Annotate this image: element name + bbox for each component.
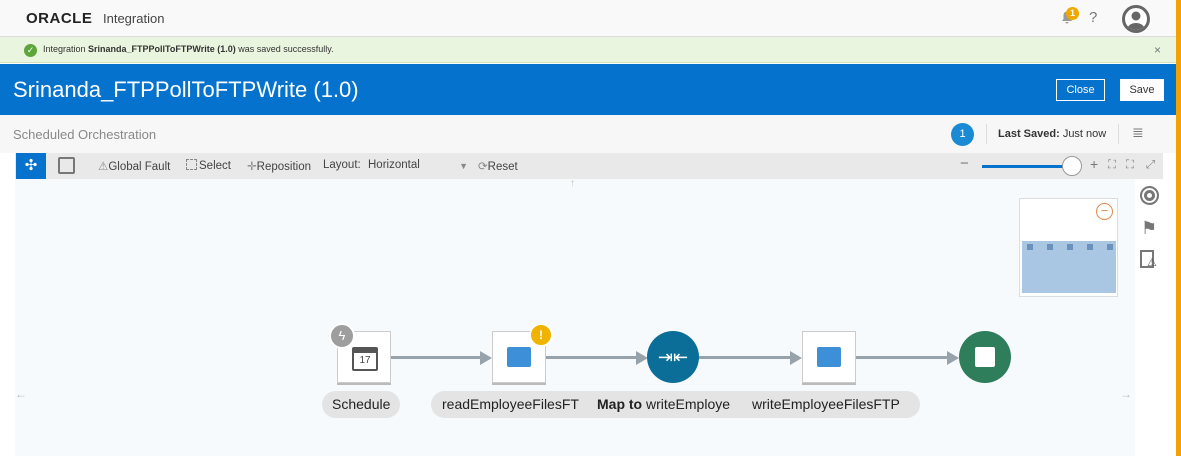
node-label[interactable]: readEmployeeFilesFT <box>442 396 579 412</box>
banner-message: Integration Srinanda_FTPPollToFTPWrite (… <box>43 44 334 54</box>
canvas-toolbar <box>15 153 1163 179</box>
menu-icon[interactable]: ≣ <box>1132 124 1144 140</box>
overview-node <box>1047 244 1053 250</box>
select-label: Select <box>199 160 231 172</box>
end-node[interactable] <box>959 331 1011 383</box>
chevron-down-icon: ▼ <box>459 161 468 171</box>
list-view-button[interactable] <box>58 157 75 174</box>
map-label: writeEmploye <box>646 396 731 412</box>
last-saved-label: Last Saved: <box>998 128 1060 140</box>
fit-to-screen-icon[interactable]: ⛶ <box>1108 159 1117 171</box>
warning-icon[interactable]: ! <box>529 323 553 347</box>
node-label[interactable]: writeEmployeeFilesFTP <box>752 396 900 412</box>
global-fault-label: Global Fault <box>108 161 171 173</box>
arrow-icon <box>480 351 492 365</box>
trigger-icon: ϟ <box>329 323 355 349</box>
banner-prefix: Integration <box>43 44 89 54</box>
integration-pattern: Scheduled Orchestration <box>13 127 157 142</box>
last-saved-value: Just now <box>1062 128 1107 140</box>
overview-node <box>1067 244 1073 250</box>
integration-title: Srinanda_FTPPollToFTPWrite (1.0) <box>13 77 359 102</box>
notification-badge: 1 <box>1066 7 1079 20</box>
divider <box>986 124 987 144</box>
overview-node <box>1107 244 1113 250</box>
edge-accent <box>1176 0 1181 456</box>
error-count-badge[interactable]: 1 <box>951 123 974 146</box>
stop-icon <box>975 347 995 367</box>
select-icon <box>186 159 197 170</box>
map-label-bold: Map to <box>597 396 643 412</box>
global-fault-button[interactable]: ⚠Global Fault <box>98 159 170 173</box>
layout-value: Horizontal <box>368 159 420 171</box>
connector <box>855 356 949 359</box>
collapse-overview-icon[interactable]: − <box>1096 203 1113 220</box>
pan-right-icon[interactable]: → <box>1120 387 1132 401</box>
zoom-slider-handle[interactable] <box>1062 156 1082 176</box>
layout-label: Layout: <box>323 159 361 171</box>
zoom-slider-track[interactable] <box>982 165 1072 168</box>
divider <box>1118 124 1119 144</box>
ftp-adapter-icon <box>817 347 841 367</box>
map-icon: ⇥⇤ <box>657 347 689 367</box>
zoom-in-icon[interactable]: + <box>1090 156 1099 172</box>
move-icon: ✛ <box>247 161 257 173</box>
node-label-group <box>431 391 920 418</box>
user-avatar-icon[interactable] <box>1122 5 1150 33</box>
pan-up-icon[interactable]: ↑ <box>570 178 575 189</box>
product-name: Integration <box>103 11 165 26</box>
error-list-icon[interactable]: ⚠ <box>1140 250 1157 269</box>
pan-left-icon[interactable]: ← <box>15 387 27 401</box>
actual-size-icon[interactable]: ⛶ <box>1126 159 1135 171</box>
select-button[interactable]: Select <box>186 159 231 172</box>
calendar-icon: 17 <box>352 347 378 371</box>
save-button[interactable]: Save <box>1120 79 1164 101</box>
check-circle-icon: ✓ <box>24 44 37 57</box>
subheader <box>0 115 1176 153</box>
warning-icon: ⚠ <box>98 161 109 173</box>
help-icon[interactable]: ? <box>1089 9 1098 26</box>
write-ftp-node[interactable] <box>802 331 856 383</box>
last-saved: Last Saved: Just now <box>998 128 1106 140</box>
arrow-icon <box>790 351 802 365</box>
ftp-adapter-icon <box>507 347 531 367</box>
connector <box>546 356 641 359</box>
banner-suffix: was saved successfully. <box>235 44 334 54</box>
diagram-view-button[interactable]: ✣ <box>16 153 46 179</box>
reposition-button[interactable]: ✛Reposition <box>247 159 311 173</box>
map-node[interactable]: ⇥⇤ <box>647 331 699 383</box>
app-header <box>0 0 1176 37</box>
side-toolbar <box>1135 179 1163 456</box>
banner-close-icon[interactable]: × <box>1154 43 1162 57</box>
target-icon[interactable] <box>1140 186 1159 205</box>
arrow-icon <box>947 351 959 365</box>
layout-select[interactable]: Horizontal ▼ <box>368 159 470 171</box>
overview-node <box>1027 244 1033 250</box>
overview-node <box>1087 244 1093 250</box>
connector <box>699 356 795 359</box>
reset-button[interactable]: ⟳Reset <box>478 159 518 173</box>
flag-icon[interactable]: ⚑ <box>1141 218 1158 238</box>
close-button[interactable]: Close <box>1056 79 1105 101</box>
refresh-icon: ⟳ <box>478 161 488 173</box>
success-banner <box>0 37 1176 63</box>
oracle-logo: ORACLE <box>26 10 93 27</box>
zoom-out-icon[interactable]: − <box>960 155 969 172</box>
expand-icon[interactable]: ⤢ <box>1146 159 1156 171</box>
banner-integration-name: Srinanda_FTPPollToFTPWrite (1.0) <box>88 44 236 54</box>
title-bar <box>0 64 1176 115</box>
reposition-label: Reposition <box>256 161 311 173</box>
connector <box>389 356 484 359</box>
arrow-icon <box>636 351 648 365</box>
node-label[interactable]: Schedule <box>322 391 401 418</box>
node-label[interactable]: Map to writeEmploye <box>587 391 740 418</box>
reset-label: Reset <box>487 161 518 173</box>
